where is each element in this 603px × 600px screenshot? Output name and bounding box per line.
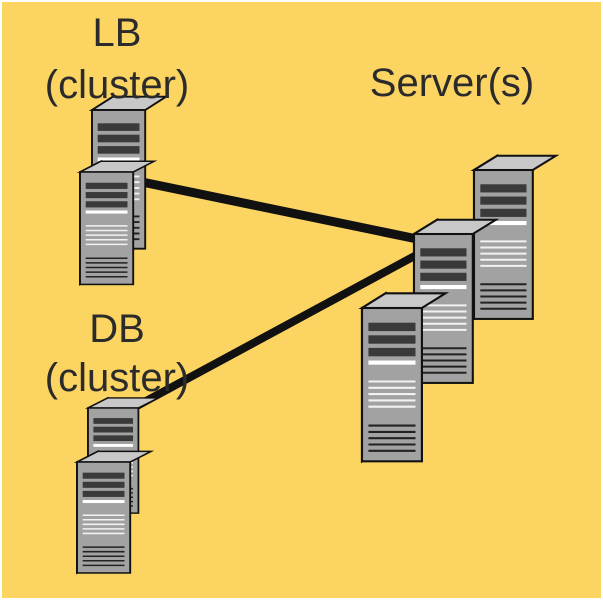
lb-subtitle: (cluster) [44, 63, 190, 107]
db-title: DB [89, 307, 145, 351]
servers-title: Server(s) [369, 61, 535, 105]
lb-to-servers-link [141, 177, 423, 245]
lb-title: LB [92, 11, 142, 55]
db-subtitle: (cluster) [44, 356, 190, 400]
db-to-servers-link [120, 248, 424, 418]
app-server-back-icon [472, 154, 557, 320]
db-server-front-icon [76, 450, 153, 574]
